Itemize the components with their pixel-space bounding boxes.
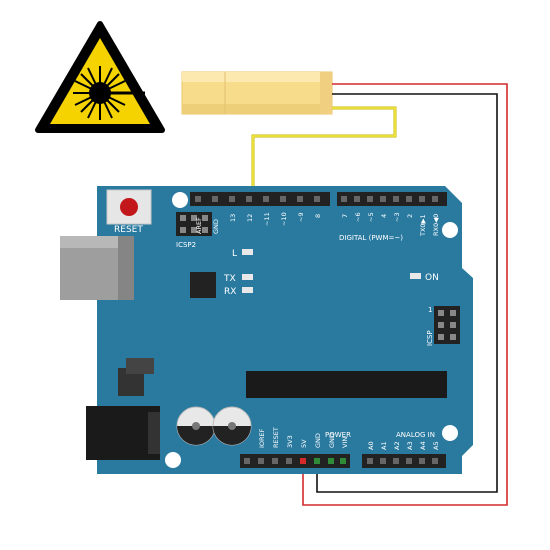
gnd-wire xyxy=(316,93,498,493)
led-l-label: L xyxy=(232,249,237,259)
analog-pin-labels: A0 A1 A2 A3 A4 A5 xyxy=(367,441,440,450)
vcc-wire xyxy=(302,83,508,506)
pin-label: AREF xyxy=(195,217,203,234)
led-tx xyxy=(242,274,253,280)
pin-label: ~11 xyxy=(263,212,271,226)
digital-pin-labels-left: AREF GND 13 12 ~11 ~10 ~9 8 xyxy=(195,212,322,234)
icsp2-header: ICSP2 xyxy=(176,212,212,249)
pin-label: TX0▶1 xyxy=(419,214,427,237)
power-title: POWER xyxy=(325,431,351,439)
led-on-label: ON xyxy=(425,273,439,283)
analog-title: ANALOG IN xyxy=(396,431,435,439)
power-pin-labels: IOREF RESET 3V3 5V GND GND VIN xyxy=(258,427,349,448)
led-rx xyxy=(242,287,253,293)
pin-label: ~5 xyxy=(367,212,375,222)
led-on xyxy=(410,273,421,279)
pin-label: A4 xyxy=(419,441,427,450)
pin-label: A2 xyxy=(393,441,401,450)
digital-title: DIGITAL (PWM=~) xyxy=(339,234,403,242)
pin-label: A1 xyxy=(380,441,388,450)
icsp-pin1-label: 1 xyxy=(428,306,432,314)
pin-label: IOREF xyxy=(258,428,266,448)
dc-jack xyxy=(86,406,160,460)
pin-label: A3 xyxy=(406,441,414,450)
laser-warning-icon xyxy=(35,21,165,133)
power-header xyxy=(240,454,350,468)
signal-wire xyxy=(251,106,397,196)
pin-label: GND xyxy=(212,219,220,234)
led-tx-label: TX xyxy=(223,274,236,284)
led-rx-label: RX xyxy=(224,287,236,297)
led-l xyxy=(242,249,253,255)
pin-label: 7 xyxy=(341,214,349,218)
laser-module-icon xyxy=(181,71,333,115)
digital-header-left xyxy=(190,192,330,206)
pin-label: 5V xyxy=(300,439,308,448)
wires xyxy=(251,83,508,506)
pin-label: 8 xyxy=(314,214,322,218)
icsp2-label: ICSP2 xyxy=(176,241,196,249)
pin-label: 4 xyxy=(380,214,388,218)
pin-label: GND xyxy=(314,433,322,448)
pin-label: GND xyxy=(328,433,336,448)
icsp-label: ICSP xyxy=(426,330,434,346)
analog-header xyxy=(362,454,446,468)
pin-label: 2 xyxy=(406,214,414,218)
digital-header-right xyxy=(337,192,447,206)
reset-label: RESET xyxy=(114,225,143,235)
pin-label: A0 xyxy=(367,441,375,450)
pin-label: VIN xyxy=(341,437,349,448)
pin-label: A5 xyxy=(432,441,440,450)
pin-label: RESET xyxy=(272,427,280,448)
pin-label: 13 xyxy=(229,214,237,222)
pin-label: ~10 xyxy=(280,212,288,226)
arduino-board: RESET ICSP2 AREF GND 13 xyxy=(60,186,473,474)
pin-label: ~6 xyxy=(354,212,362,222)
pin-label: 12 xyxy=(246,214,254,222)
usb-chip xyxy=(190,272,216,298)
microcontroller-chip xyxy=(246,371,447,398)
digital-pin-labels-right: 7 ~6 ~5 4 ~3 2 TX0▶1 RX0◀0 xyxy=(341,212,440,237)
pin-label: 3V3 xyxy=(286,435,294,448)
pin-label: ~3 xyxy=(393,212,401,222)
pin-label: ~9 xyxy=(297,212,305,222)
pin-label: RX0◀0 xyxy=(432,214,440,236)
icsp-header: 1 ICSP xyxy=(426,306,460,346)
